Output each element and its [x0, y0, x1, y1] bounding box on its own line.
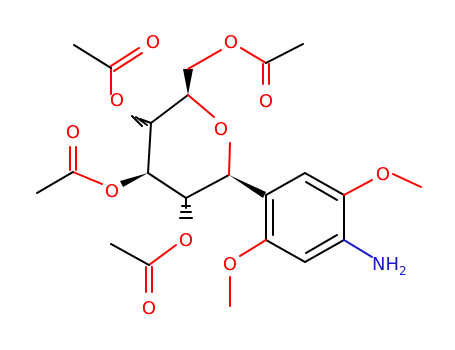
aryl-bond-4	[304, 239, 345, 263]
bond-c6-o6	[187, 49, 222, 70]
amine-subscript: 2	[399, 264, 407, 278]
bond-aryl-ome-lower	[239, 239, 267, 257]
amino-group: NH2	[343, 239, 407, 278]
bond-o3-c	[72, 171, 103, 185]
o2-label: O	[179, 230, 193, 251]
aryl-bond-1	[265, 172, 306, 196]
hash-c4-2	[135, 116, 148, 126]
hash-c4-3	[131, 115, 143, 127]
ring-bond-c5-o	[187, 94, 215, 118]
ring-oxygen-label: O	[214, 119, 228, 140]
methoxy-lower: O	[223, 239, 267, 307]
bond-c-ch3-c3	[36, 171, 74, 194]
aryl-bond-5	[265, 239, 306, 263]
o6-carbonyl-label: O	[259, 91, 273, 112]
o3-label: O	[105, 181, 119, 202]
bond-co-c4-a	[110, 47, 140, 67]
bond-aryl-n	[343, 239, 373, 258]
amine-nh-text: NH	[372, 254, 399, 275]
wedge-c3-o3	[120, 173, 148, 187]
pyranose-ring	[147, 94, 231, 199]
o3-carbonyl-label: O	[66, 122, 80, 143]
ring-bond-c5-c4	[150, 94, 189, 124]
aryl-inner-1	[305, 181, 338, 201]
aryl-bond-2	[304, 172, 345, 196]
o2-carbonyl-label: O	[142, 298, 156, 319]
c4-acetoxy: O O	[73, 32, 160, 127]
ome-upper-oxygen-label: O	[376, 164, 390, 185]
bond-aryl-ome-upper	[343, 179, 373, 196]
aromatic-ring	[265, 172, 345, 263]
c3-acetoxy: O O	[36, 122, 148, 202]
amine-label: NH2	[372, 254, 407, 278]
aryl-inner-2	[305, 234, 338, 254]
hash-c4-1	[139, 118, 152, 124]
methoxy-upper: O	[343, 164, 422, 196]
o6-label: O	[224, 32, 238, 53]
bond-o2-c	[148, 244, 177, 266]
wedge-c1-aryl	[229, 175, 266, 198]
bond-c-ch3-c2	[110, 243, 150, 266]
ring-bond-c4-c3	[147, 122, 152, 174]
o4-label: O	[110, 90, 124, 111]
c2-acetoxy: O O	[110, 197, 193, 319]
bond-c-ch3-c4	[73, 44, 112, 69]
ome-lower-oxygen-label: O	[223, 254, 237, 275]
c6-acetoxymethyl: O O	[183, 32, 304, 112]
ring-bond-o-c1	[228, 142, 231, 176]
bond-c-ch3-c6	[265, 43, 304, 64]
ring-bond-c2-c1	[185, 174, 230, 199]
o4-carbonyl-label: O	[146, 32, 160, 53]
bond-co-c4-b	[113, 52, 143, 72]
ring-bond-c3-c2	[147, 172, 187, 199]
wedge-c5-c6	[183, 69, 193, 95]
bond-ome-upper-ch3	[392, 173, 422, 188]
bond-o6-c	[240, 47, 267, 64]
